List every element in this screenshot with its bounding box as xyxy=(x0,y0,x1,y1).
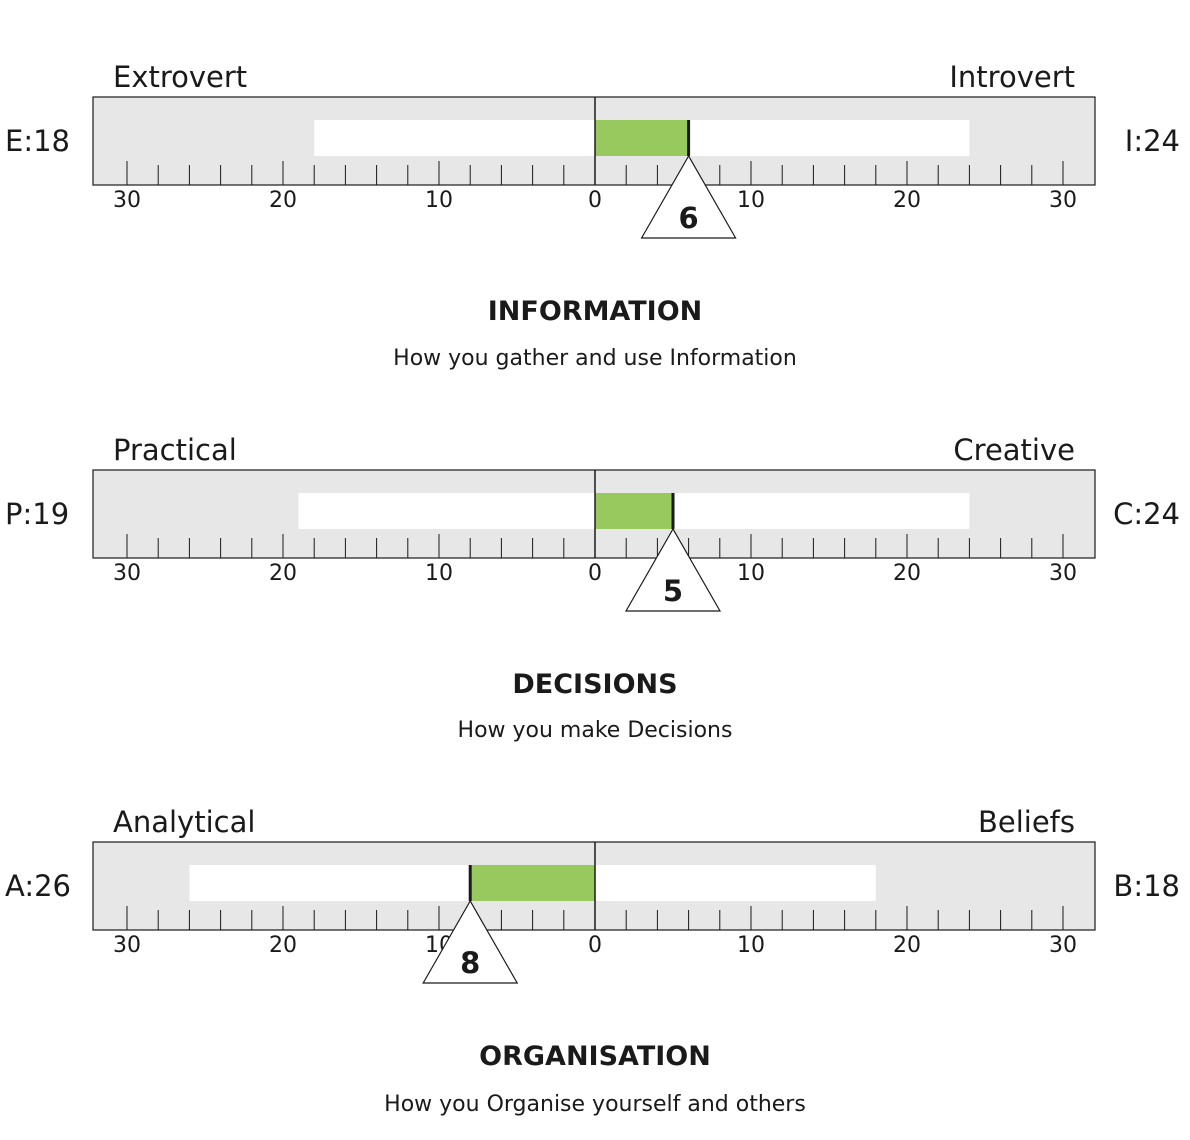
tick-label: 30 xyxy=(1049,561,1077,586)
tick-label: 20 xyxy=(893,933,921,958)
tick-label: 10 xyxy=(737,188,765,213)
right-pole-label: Introvert xyxy=(949,60,1075,94)
tick-label: 20 xyxy=(893,561,921,586)
section-title-decisions: DECISIONS xyxy=(512,669,678,700)
left-score-label: E:18 xyxy=(5,124,70,158)
net-score-bar xyxy=(470,865,595,901)
tick-label: 30 xyxy=(1049,188,1077,213)
right-score-label: I:24 xyxy=(1125,124,1180,158)
right-pole-label: Creative xyxy=(953,433,1075,467)
tick-label: 30 xyxy=(113,561,141,586)
net-score-bar xyxy=(595,493,673,529)
tick-label: 30 xyxy=(113,188,141,213)
section-subtitle-information: How you gather and use Information xyxy=(393,346,797,371)
net-score-label: 8 xyxy=(460,946,480,980)
left-pole-label: Extrovert xyxy=(113,60,247,94)
section-title-information: INFORMATION xyxy=(487,296,703,327)
tick-label: 20 xyxy=(269,188,297,213)
tick-label: 20 xyxy=(269,561,297,586)
tick-label: 0 xyxy=(588,933,602,958)
left-pole-label: Analytical xyxy=(113,805,255,839)
right-pole-label: Beliefs xyxy=(978,805,1075,839)
section-title-organisation: ORGANISATION xyxy=(479,1041,711,1072)
left-pole-label: Practical xyxy=(113,433,237,467)
tick-label: 0 xyxy=(588,561,602,586)
section-subtitle-decisions: How you make Decisions xyxy=(457,718,733,743)
tick-label: 30 xyxy=(113,933,141,958)
net-score-bar xyxy=(595,120,689,156)
tick-label: 10 xyxy=(425,561,453,586)
tick-label: 20 xyxy=(269,933,297,958)
left-score-label: P:19 xyxy=(5,497,69,531)
tick-label: 20 xyxy=(893,188,921,213)
net-score-label: 5 xyxy=(663,574,683,608)
tick-label: 10 xyxy=(737,933,765,958)
net-score-label: 6 xyxy=(679,201,699,235)
score-pointer-triangle xyxy=(640,154,737,239)
section-subtitle-organisation: How you Organise yourself and others xyxy=(384,1092,806,1117)
tick-label: 0 xyxy=(588,188,602,213)
score-pointer-triangle xyxy=(624,527,722,612)
tick-label: 10 xyxy=(425,188,453,213)
tick-label: 30 xyxy=(1049,933,1077,958)
left-score-label: A:26 xyxy=(5,869,71,903)
right-score-label: C:24 xyxy=(1113,497,1180,531)
tick-label: 10 xyxy=(737,561,765,586)
right-score-label: B:18 xyxy=(1113,869,1180,903)
score-pointer-triangle xyxy=(422,899,519,984)
